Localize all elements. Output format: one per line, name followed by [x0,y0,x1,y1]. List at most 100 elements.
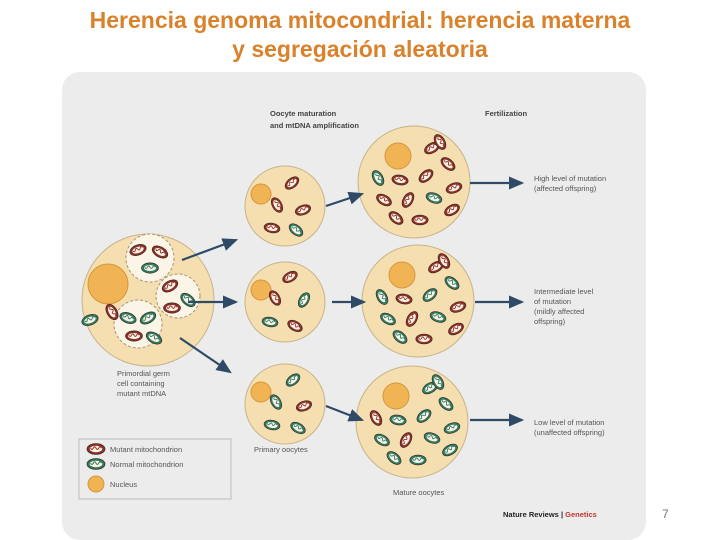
mitochondrion-cristae [90,461,102,465]
mitochondrion-cristae [448,184,459,191]
mitochondrion-cristae [435,377,443,387]
credit-nature-reviews: Nature Reviews [503,510,559,519]
mitochondrion-cristae [142,313,153,321]
mitochondrion-cristae [447,205,457,213]
mutant-mitochondrion-icon [449,301,467,313]
mitochondrion-cristae [444,160,453,167]
mitochondrion-cristae [429,195,440,200]
nucleus-icon [250,183,272,205]
high-label-line: High level of mutation [534,174,606,183]
mitochondrion-cristae [433,314,444,319]
mitochondrion-cristae [437,137,445,147]
normal-mitochondrion-icon [86,458,106,470]
normal-mitochondrion-icon [261,316,279,328]
normal-mitochondrion-icon [392,330,408,344]
normal-mitochondrion-icon [81,314,99,326]
mutant-mitochondrion-icon [445,182,463,194]
mitochondrion-cristae [427,435,438,440]
mitochondrion-cristae [446,424,457,431]
normal-mitochondrion-icon [389,414,407,426]
primary-oocyte [244,363,326,445]
mitochondrion-cristae [431,262,441,270]
primary-oocytes-label: Primary oocytes [254,445,308,454]
mutant-mitochondrion-icon [151,245,169,259]
mitochondrion-cristae [412,457,424,461]
header-oocyte-maturation: Oocyte maturation [270,109,337,118]
mitochondrion-cristae [287,178,296,187]
normal-mitochondrion-icon [422,288,438,302]
mutant-mitochondrion-icon [415,333,433,345]
intermediate-label-line: Intermediate level [534,287,594,296]
mitochondrion-cristae [377,436,388,442]
intermediate-label-line: of mutation [534,297,571,306]
mitochondrion-cristae [402,434,408,445]
normal-mitochondrion-icon [431,374,445,390]
low-label-line: (unaffected offspring) [534,428,605,437]
nucleus-icon [382,382,410,410]
mutant-mitochondrion-icon [263,222,281,234]
mitochondrion-cristae [398,296,410,301]
mitochondrion-cristae [293,424,303,430]
intermediate-mutation-label: Intermediate level of mutation (mildly a… [534,287,594,326]
normal-mitochondrion-icon [444,276,460,290]
credit: Nature Reviews | Genetics [503,510,597,519]
mutant-mitochondrion-icon [433,134,447,150]
mitochondrion-cristae [419,411,428,420]
mutant-mitochondrion-icon [268,290,282,306]
normal-mitochondrion-icon [285,373,301,387]
germ-sub-compartment [125,233,175,283]
mutant-mitochondrion-icon [444,203,460,217]
normal-mitochondrion-icon [442,443,458,457]
normal-mitochondrion-icon [371,170,385,186]
mitochondrion-cristae [383,315,394,321]
mutant-mitochondrion-icon [399,432,413,448]
normal-mitochondrion-icon [288,223,304,237]
mitochondrion-cristae [390,454,399,461]
intermediate-label-line: offspring) [534,317,566,326]
mitochondrion-cristae [396,333,405,340]
mutant-mitochondrion-icon [163,302,181,314]
mutant-mitochondrion-icon [125,330,143,342]
mitochondrion-cristae [425,290,434,299]
normal-mitochondrion-icon [416,409,432,423]
nucleus-icon [384,142,412,170]
high-label-line: (affected offspring) [534,184,597,193]
normal-mitochondrion-icon [375,289,389,305]
mutant-mitochondrion-icon [401,192,415,208]
arrow-primary-bottom [325,404,365,422]
mitochondrion-cristae [164,281,175,289]
mitochondrion-cristae [298,402,309,409]
low-mutation-label: Low level of mutation (unaffected offspr… [534,418,605,437]
mitochondrion-cristae [128,333,140,337]
mitochondrion-cristae [421,171,430,180]
high-mutation-label: High level of mutation (affected offspri… [534,174,606,193]
mitochondrion-cristae [379,292,387,302]
mitochondrion-cristae [274,200,282,209]
mutant-mitochondrion-icon [287,319,303,333]
mutant-mitochondrion-icon [395,293,413,305]
germ-label-line: cell containing [117,379,165,388]
normal-mitochondrion-icon [380,312,396,326]
normal-mitochondrion-icon [290,421,306,435]
mitochondrion-cristae [379,196,390,202]
mitochondrion-cristae [266,422,278,427]
mutant-mitochondrion-icon [129,244,147,256]
mitochondrion-cristae [448,279,457,286]
credit-genetics: Genetics [565,510,597,519]
mitochondrion-cristae [408,313,414,324]
intermediate-label-line: (mildly affected [534,307,584,316]
normal-mitochondrion-icon [429,311,447,323]
mitochondrion-cristae [144,265,156,269]
mitochondrion-cristae [266,225,278,230]
mitochondrion-cristae [427,143,437,151]
mitochondrion-cristae [300,295,306,305]
mitochondrion-cristae [404,194,410,205]
mitochondrion-cristae [414,217,426,221]
mutant-mitochondrion-icon [376,193,392,207]
normal-mitochondrion-icon [119,312,137,324]
mutant-mitochondrion-icon [161,279,179,293]
mitochondrion-cristae [394,177,406,182]
normal-mitochondrion-icon [297,292,311,308]
normal-mitochondrion-icon [374,433,390,447]
mutant-mitochondrion-icon [270,197,284,213]
